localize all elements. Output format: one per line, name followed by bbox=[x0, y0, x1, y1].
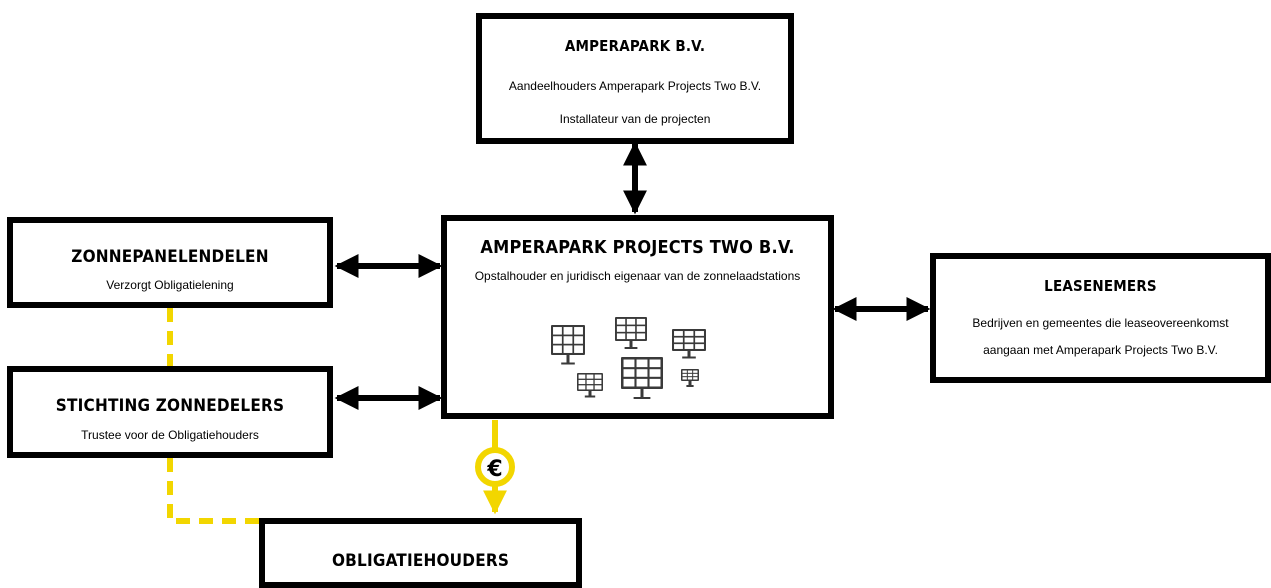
amperapark-line1: Aandeelhouders Amperapark Projects Two B… bbox=[508, 79, 762, 93]
box-projects-two: AMPERAPARK PROJECTS TWO B.V. Opstalhoude… bbox=[441, 215, 834, 419]
amperapark-line2: Installateur van de projecten bbox=[559, 112, 711, 126]
box-zonnepanelendelen: ZONNEPANELENDELEN Verzorgt Obligatieleni… bbox=[7, 217, 333, 308]
solar-panel-icon bbox=[621, 357, 663, 399]
solar-panel-icon bbox=[672, 329, 706, 359]
solar-panel-icon bbox=[551, 325, 585, 365]
solar-panel-icon bbox=[681, 369, 699, 387]
dashed-link-stichting-obligatiehouders bbox=[167, 458, 262, 524]
leasenemers-title: LEASENEMERS bbox=[1044, 277, 1157, 295]
leasenemers-line2: aangaan met Amperapark Projects Two B.V. bbox=[983, 343, 1218, 357]
box-amperapark: AMPERAPARK B.V. Aandeelhouders Amperapar… bbox=[476, 13, 794, 144]
zonnepanelendelen-title: ZONNEPANELENDELEN bbox=[71, 247, 269, 267]
euro-coin-icon bbox=[475, 447, 515, 487]
leasenemers-line1: Bedrijven en gemeentes die leaseovereenk… bbox=[972, 316, 1229, 330]
solar-panel-icon bbox=[577, 373, 603, 398]
solar-panels-illustration bbox=[551, 317, 706, 399]
box-leasenemers: LEASENEMERS Bedrijven en gemeentes die l… bbox=[930, 253, 1271, 383]
stichting-title: STICHTING ZONNEDELERS bbox=[55, 396, 285, 416]
projects-two-title: AMPERAPARK PROJECTS TWO B.V. bbox=[480, 237, 795, 258]
obligatiehouders-title: OBLIGATIEHOUDERS bbox=[331, 551, 510, 571]
box-stichting: STICHTING ZONNEDELERS Trustee voor de Ob… bbox=[7, 366, 333, 458]
amperapark-title: AMPERAPARK B.V. bbox=[564, 37, 706, 55]
projects-two-line1: Opstalhouder en juridisch eigenaar van d… bbox=[474, 269, 801, 283]
euro-symbol: € bbox=[486, 457, 502, 482]
box-obligatiehouders: OBLIGATIEHOUDERS bbox=[259, 518, 582, 588]
stichting-line1: Trustee voor de Obligatiehouders bbox=[81, 428, 259, 442]
solar-panel-icon bbox=[615, 317, 647, 349]
zonnepanelendelen-line1: Verzorgt Obligatielening bbox=[106, 278, 234, 292]
